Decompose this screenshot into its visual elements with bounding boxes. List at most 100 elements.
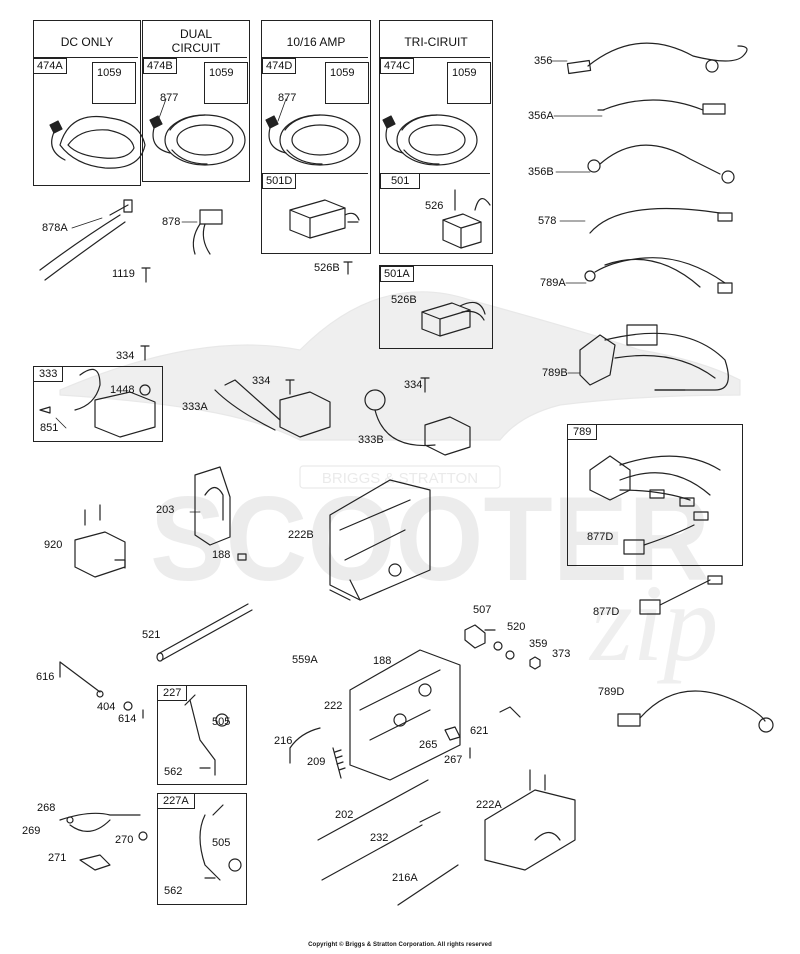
callout-526b: 526B [391,294,417,306]
box-333 [33,366,163,442]
part-507 [464,624,496,649]
callout-578: 578 [538,215,557,227]
tube-521 [156,603,253,662]
solenoid-920 [74,504,126,578]
callout-222: 222 [324,700,343,712]
tag-501: 501 [380,173,421,189]
rod-202 [317,779,429,841]
leader-lines [55,60,603,513]
tag-501a: 501A [380,266,414,282]
callout-334: 334 [404,379,423,391]
callout-520: 520 [507,621,526,633]
spring-209 [332,747,346,779]
tag-227a: 227A [157,793,195,809]
cable-268 [59,812,141,832]
rod-216a [397,864,459,906]
callout-877: 877 [278,92,297,104]
copyright: Copyright © Briggs & Stratton Corporatio… [308,942,492,948]
box-227 [157,685,247,785]
box-1059-c [447,62,491,104]
callout-621: 621 [470,725,489,737]
ignition-coil-333a [214,379,331,438]
bolt-1119 [141,267,151,283]
callout-333b: 333B [358,434,384,446]
callout-562: 562 [164,885,183,897]
callout-526: 526 [425,200,444,212]
box-title: TRI-CIRUIT [404,35,468,49]
callout-562: 562 [164,766,183,778]
callout-851: 851 [40,422,59,434]
callout-789d: 789D [598,686,625,698]
callout-270: 270 [115,834,134,846]
ignition-coil-333b [364,377,471,456]
callout-1448: 1448 [110,384,135,396]
callout-877d: 877D [593,606,620,618]
callout-616: 616 [36,671,55,683]
callout-789b: 789B [542,367,568,379]
stator-dc-only [49,115,146,169]
lever-616 [59,661,104,698]
box-tri-circuit: TRI-CIRUIT [379,20,493,254]
tag-474c: 474C [380,58,415,74]
box-10-16-amp: 10/16 AMP [261,20,371,254]
bolt-334 [140,345,150,361]
wire-578 [589,207,733,234]
tag-474b: 474B [143,58,177,74]
callout-209: 209 [307,756,326,768]
callout-267: 267 [444,754,463,766]
part-270 [138,831,148,841]
box-title: 10/16 AMP [286,35,346,49]
label-1059-c: 1059 [452,67,477,79]
callout-920: 920 [44,539,63,551]
stator-tri-circuit [382,114,478,166]
regulator-501 [442,189,491,249]
callout-878a: 878A [42,222,68,234]
washer-404 [123,701,133,711]
tag-474d: 474D [262,58,297,74]
callout-203: 203 [156,504,175,516]
harness-789 [589,455,721,507]
part-265 [444,726,461,741]
callout-404: 404 [97,701,116,713]
box-dc-only: DC ONLY [33,20,141,186]
callout-877d: 877D [587,531,614,543]
bolt-526b [343,261,353,275]
callout-789a: 789A [540,277,566,289]
tag-333: 333 [33,366,64,382]
tag-789: 789 [567,424,598,440]
part-359 [505,650,515,660]
box-dual-circuit: DUAL CIRCUIT [142,20,250,182]
box-227a [157,793,247,905]
callout-202: 202 [335,809,354,821]
box-title: DUAL CIRCUIT [171,27,221,55]
box-1059-a [92,62,136,104]
wire-789a [584,257,733,294]
label-1059-d: 1059 [330,67,355,79]
harness-877d-in-box [623,511,709,555]
cable-232 [321,811,441,881]
lever-227 [184,694,229,776]
callout-373: 373 [552,648,571,660]
bracket-203 [194,466,247,561]
callout-559a: 559A [292,654,318,666]
callout-334: 334 [252,375,271,387]
callout-505: 505 [212,837,231,849]
box-501a [379,265,493,349]
callout-269: 269 [22,825,41,837]
lever-227a [199,804,242,881]
bracket-222a [484,769,576,871]
ignition-coil-333 [39,368,156,438]
callout-359: 359 [529,638,548,650]
label-1059-b: 1059 [209,67,234,79]
callout-188: 188 [212,549,231,561]
control-plate-222 [349,649,461,781]
wire-789b [579,324,729,391]
part-520 [493,641,503,651]
callout-271: 271 [48,852,67,864]
callout-268: 268 [37,802,56,814]
wire-356a [597,99,726,115]
regulator-501a [421,301,486,337]
box-789 [567,424,743,566]
control-plate-222b [329,479,431,601]
